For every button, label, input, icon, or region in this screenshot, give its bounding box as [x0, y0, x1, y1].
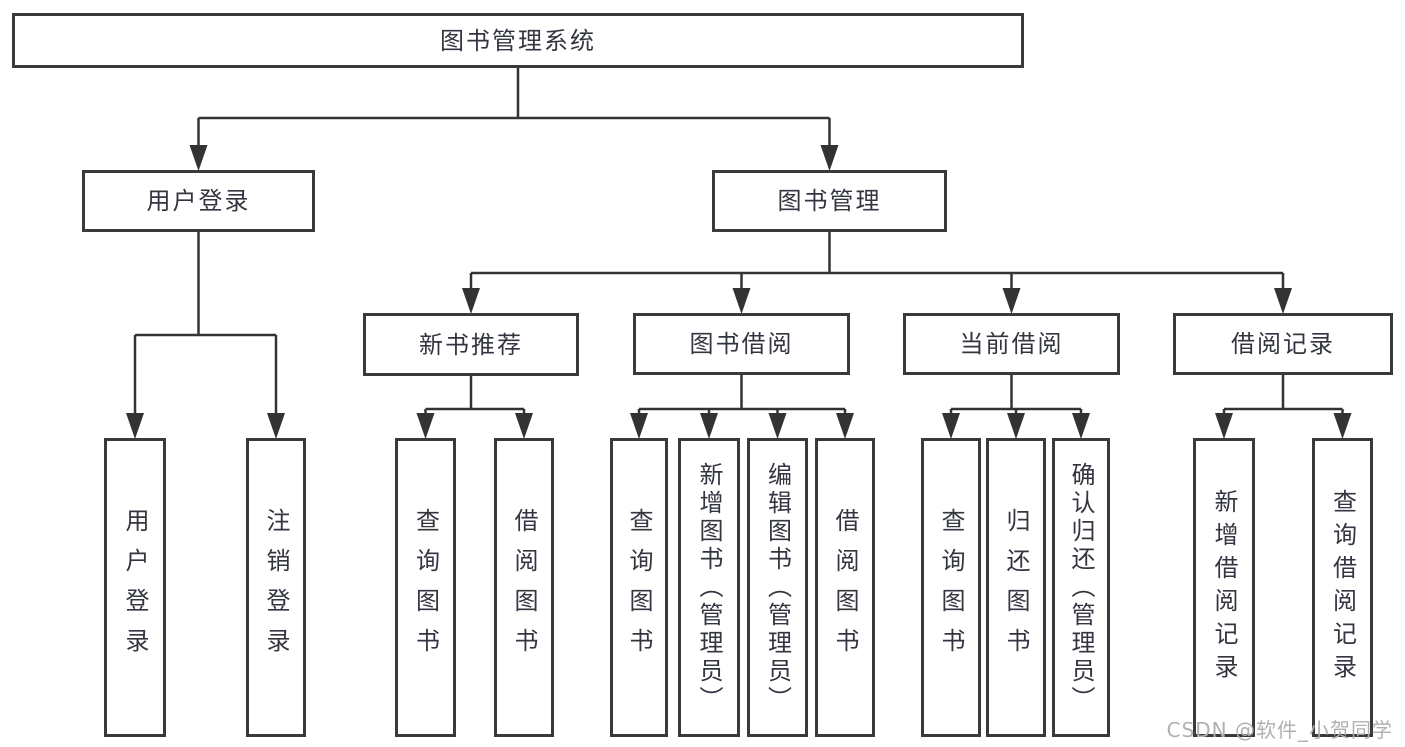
arrowhead-borrow-records: [1274, 288, 1292, 314]
node-system: 图书管理系统: [12, 13, 1024, 68]
node-label: 确认归还（管理员）: [1067, 461, 1095, 714]
node-borrow-records: 借阅记录: [1173, 313, 1393, 375]
node-query-books-1: 查询图书: [395, 438, 456, 737]
node-label: 编辑图书（管理员）: [763, 461, 792, 714]
watermark: CSDN @软件_小贺同学: [1166, 718, 1393, 742]
node-label: 借阅图书: [831, 507, 859, 668]
node-user-login-group: 用户登录: [82, 170, 315, 232]
arrowhead-borrow-books-2: [836, 413, 854, 439]
node-query-borrow-record: 查询借阅记录: [1312, 438, 1373, 737]
node-label: 查询图书: [937, 507, 965, 668]
arrowhead-borrow-books-1: [515, 413, 533, 439]
arrowhead-book-mgmt: [820, 145, 839, 171]
node-return-books: 归还图书: [986, 438, 1046, 737]
arrowhead-query-books-3: [942, 413, 960, 439]
node-query-books-2: 查询图书: [610, 438, 668, 737]
node-logout: 注销登录: [246, 438, 306, 737]
arrowhead-new-book-rec: [462, 288, 480, 314]
node-label: 新书推荐: [419, 330, 523, 359]
node-new-book-rec: 新书推荐: [363, 313, 579, 376]
arrowhead-query-books-2: [630, 413, 648, 439]
arrowhead-add-books: [700, 413, 718, 439]
arrowhead-user-login-group: [189, 145, 208, 171]
node-label: 查询借阅记录: [1328, 488, 1357, 687]
node-label: 查询图书: [411, 507, 440, 668]
node-current-borrow: 当前借阅: [903, 313, 1120, 375]
arrowhead-add-borrow-record: [1215, 413, 1233, 439]
node-label: 图书管理: [777, 187, 882, 215]
node-borrow-books-1: 借阅图书: [494, 438, 554, 737]
node-label: 用户登录: [121, 507, 149, 668]
node-label: 用户登录: [146, 187, 251, 215]
node-borrow-books-2: 借阅图书: [815, 438, 875, 737]
arrowhead-user-login: [126, 413, 144, 439]
node-label: 借阅图书: [510, 507, 538, 668]
connector-path: [133, 68, 1344, 416]
node-confirm-return: 确认归还（管理员）: [1052, 438, 1110, 737]
node-edit-books: 编辑图书（管理员）: [747, 438, 808, 737]
arrowhead-book-borrow: [732, 288, 751, 314]
node-query-books-3: 查询图书: [921, 438, 981, 737]
node-label: 新增图书（管理员）: [695, 461, 723, 714]
node-book-borrow: 图书借阅: [633, 313, 850, 375]
node-label: 注销登录: [262, 507, 290, 668]
arrowhead-query-books-1: [416, 413, 435, 439]
arrowhead-return-books: [1007, 413, 1025, 439]
node-book-mgmt: 图书管理: [712, 170, 947, 232]
node-label: 归还图书: [1002, 507, 1030, 668]
node-label: 借阅记录: [1231, 330, 1335, 358]
node-label: 查询图书: [625, 507, 653, 668]
node-label: 新增借阅记录: [1210, 488, 1238, 687]
node-label: 图书管理系统: [440, 26, 596, 55]
arrowhead-confirm-return: [1072, 413, 1090, 439]
node-add-borrow-record: 新增借阅记录: [1193, 438, 1255, 737]
node-label: 当前借阅: [959, 330, 1064, 358]
arrowhead-logout: [267, 413, 285, 439]
arrowhead-query-borrow-record: [1333, 413, 1352, 439]
arrowhead-edit-books: [768, 413, 787, 439]
node-add-books: 新增图书（管理员）: [678, 438, 740, 737]
arrowhead-current-borrow: [1002, 288, 1021, 314]
node-label: 图书借阅: [689, 330, 794, 358]
node-user-login: 用户登录: [104, 438, 166, 737]
